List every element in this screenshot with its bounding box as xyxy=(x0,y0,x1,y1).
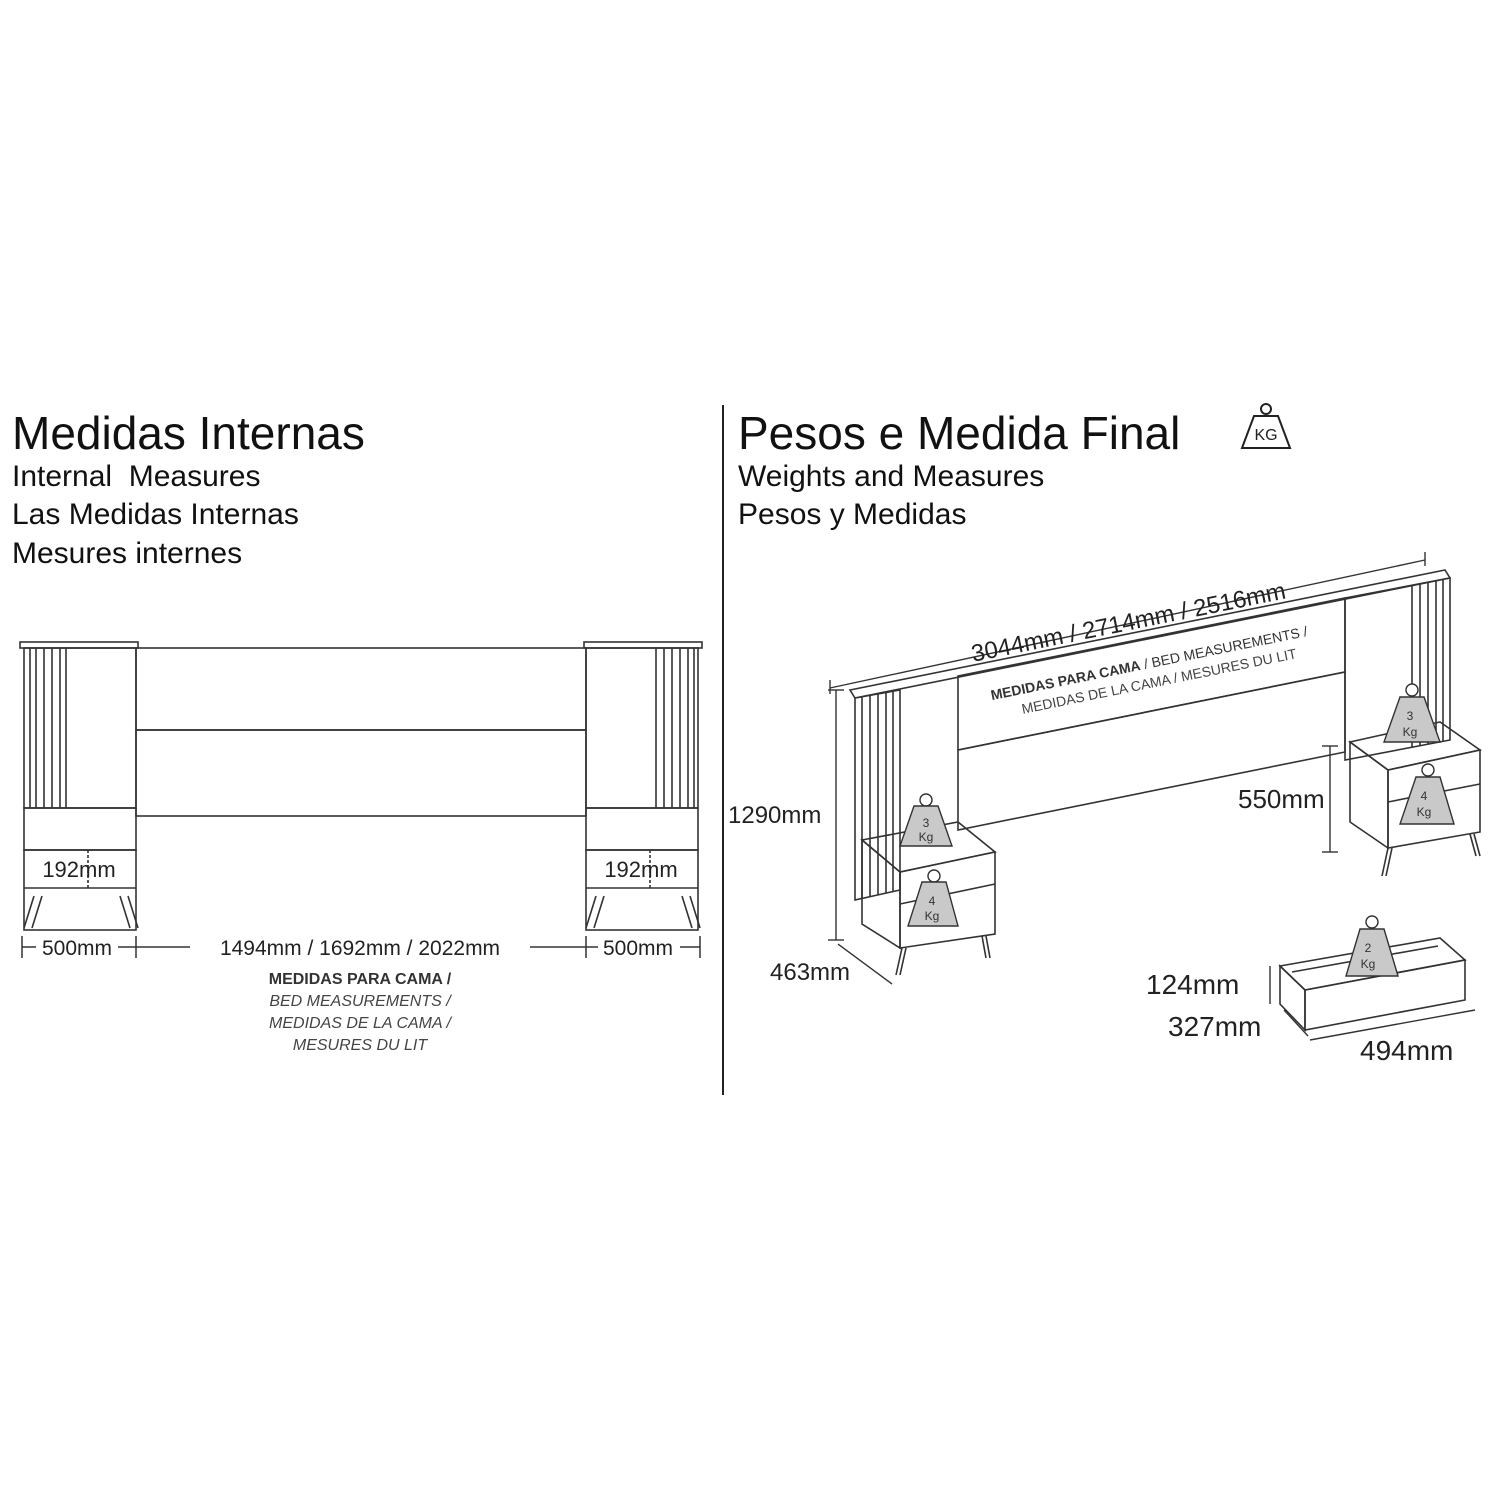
right-drawer-height: 124mm xyxy=(1146,969,1239,1000)
left-width-dimension-line xyxy=(21,936,701,958)
left-bed-note-fr: MESURES DU LIT xyxy=(293,1037,428,1054)
left-width-center: 1494mm / 1692mm / 2022mm xyxy=(220,937,500,960)
right-height: 1290mm xyxy=(728,802,821,829)
right-nightstand-height: 550mm xyxy=(1238,784,1325,814)
left-subtitle-en: Internal Measures xyxy=(12,460,261,493)
left-subtitle-es: Las Medidas Internas xyxy=(12,498,299,531)
left-title: Medidas Internas xyxy=(12,407,365,459)
weight-kg-icon-label: KG xyxy=(1254,427,1277,444)
left-bed-note-en: BED MEASUREMENTS / xyxy=(269,993,452,1010)
weight-marker-right-top-unit: Kg xyxy=(1403,725,1418,739)
left-bed-note-pt: MEDIDAS PARA CAMA / xyxy=(269,971,452,988)
right-title: Pesos e Medida Final xyxy=(738,407,1181,459)
weight-marker-left-bottom: 4 Kg xyxy=(907,869,959,927)
weight-marker-right-top: 3 Kg xyxy=(1383,683,1441,743)
right-depth: 463mm xyxy=(770,959,850,986)
left-inner-height-left: 192mm xyxy=(42,857,115,882)
right-subtitle-es: Pesos y Medidas xyxy=(738,498,967,531)
right-dimension-lines xyxy=(828,552,1476,1041)
weight-marker-left-top: 3 Kg xyxy=(899,793,953,847)
weight-marker-drawer-value: 2 xyxy=(1365,941,1372,955)
left-subtitle-fr: Mesures internes xyxy=(12,537,243,570)
panel-divider xyxy=(722,405,724,1095)
right-drawer-width: 494mm xyxy=(1360,1035,1453,1066)
weight-marker-drawer: 2 Kg xyxy=(1345,915,1399,977)
weight-marker-left-top-unit: Kg xyxy=(919,830,934,844)
left-width-right: 500mm xyxy=(603,937,673,960)
headboard-front-view xyxy=(19,641,703,931)
weight-marker-drawer-unit: Kg xyxy=(1361,957,1376,971)
left-inner-height-right: 192mm xyxy=(604,857,677,882)
left-bed-note-es: MEDIDAS DE LA CAMA / xyxy=(269,1015,453,1032)
right-subtitle-en: Weights and Measures xyxy=(738,460,1045,493)
weight-marker-right-top-value: 3 xyxy=(1407,709,1414,723)
right-total-width: 3044mm / 2714mm / 2516mm xyxy=(969,578,1288,668)
weight-marker-left-top-value: 3 xyxy=(923,816,930,830)
right-drawer-depth: 327mm xyxy=(1168,1011,1261,1042)
weight-marker-left-bottom-value: 4 xyxy=(929,894,936,908)
weight-marker-right-bottom: 4 Kg xyxy=(1399,763,1455,825)
left-width-left: 500mm xyxy=(42,937,112,960)
weight-marker-left-bottom-unit: Kg xyxy=(925,909,940,923)
weight-marker-right-bottom-unit: Kg xyxy=(1417,805,1432,819)
weight-marker-right-bottom-value: 4 xyxy=(1421,789,1428,803)
weight-kg-icon: KG xyxy=(1240,403,1292,449)
